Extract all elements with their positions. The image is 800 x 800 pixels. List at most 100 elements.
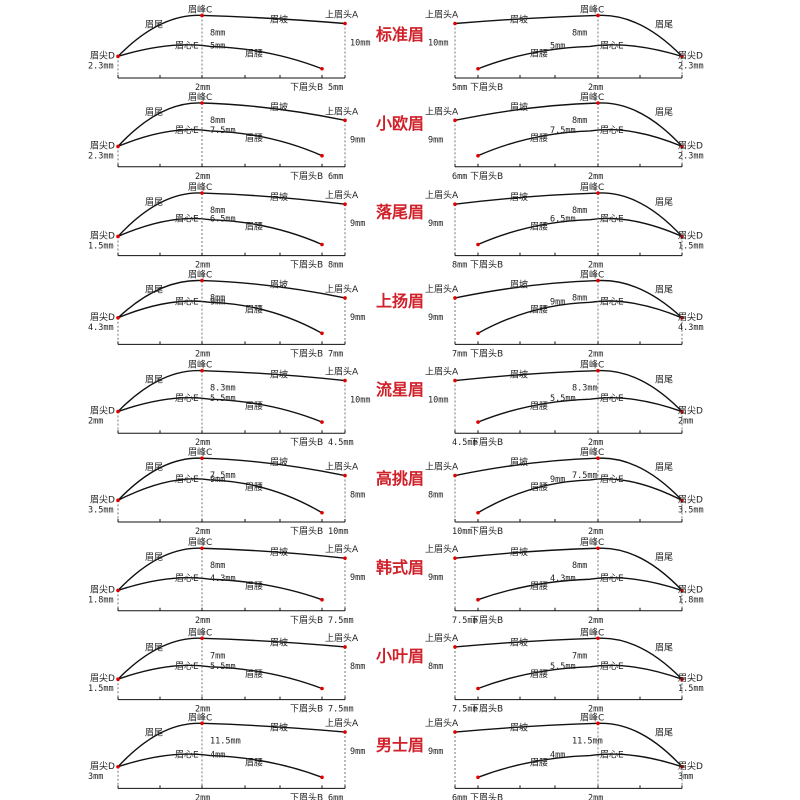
label-waist: 眉腰 — [245, 669, 263, 680]
label-peak: 眉峰C — [580, 270, 604, 281]
head-bottom-size: 6mm — [452, 793, 467, 800]
tip-size: 1.5mm — [678, 684, 704, 694]
center-height: 4.3mm — [210, 574, 236, 584]
eyebrow-type-title: 高挑眉 — [376, 469, 424, 488]
label-head-bottom: 下眉头B — [290, 260, 323, 271]
peak-offset: 2mm — [588, 261, 603, 271]
label-peak: 眉峰C — [580, 92, 604, 103]
peak-offset: 2mm — [195, 438, 210, 448]
head-bottom-point — [320, 686, 324, 691]
label-tip: 眉尖D — [90, 760, 115, 772]
label-peak: 眉峰C — [188, 270, 212, 281]
head-bottom-size: 6mm — [328, 793, 343, 800]
lower-brow-line — [477, 300, 683, 334]
lower-brow-line — [117, 478, 323, 514]
label-center: 眉心E — [600, 125, 624, 136]
peak-height: 8mm — [572, 116, 587, 126]
peak-point — [200, 278, 204, 283]
label-center: 眉心E — [600, 573, 624, 584]
peak-offset: 2mm — [588, 527, 603, 537]
tip-point — [680, 316, 684, 320]
label-waist: 眉腰 — [245, 401, 263, 412]
label-tip: 眉尖D — [678, 311, 703, 323]
label-tip: 眉尖D — [678, 672, 703, 684]
head-bottom-size: 7mm — [452, 349, 467, 359]
label-peak: 眉峰C — [188, 447, 212, 458]
label-waist: 眉腰 — [245, 48, 263, 59]
label-center: 眉心E — [600, 214, 624, 225]
eyebrow-type-title: 流星眉 — [376, 380, 424, 399]
eyebrow-type-title: 小欧眉 — [376, 114, 424, 133]
head-height: 10mm — [350, 39, 370, 49]
eyebrow-type-title: 落尾眉 — [376, 203, 424, 222]
center-height: 5.5mm — [550, 394, 576, 404]
head-height: 9mm — [350, 219, 365, 229]
center-height: 5.5mm — [550, 662, 576, 672]
peak-height: 8mm — [210, 28, 225, 38]
peak-point — [200, 368, 204, 373]
label-head-bottom: 下眉头B — [470, 792, 503, 800]
label-peak: 眉峰C — [580, 4, 604, 15]
peak-offset: 2mm — [195, 261, 210, 271]
label-center: 眉心E — [175, 125, 199, 136]
center-height: 5mm — [210, 41, 225, 51]
center-height: 7.5mm — [550, 126, 576, 136]
peak-point — [200, 191, 204, 195]
tip-point — [116, 677, 120, 681]
label-peak: 眉峰C — [188, 92, 212, 103]
tip-point — [116, 234, 120, 239]
label-peak: 眉峰C — [580, 182, 604, 193]
tip-size: 2.3mm — [678, 151, 704, 161]
head-bottom-size: 8mm — [328, 261, 343, 271]
label-peak: 眉峰C — [188, 4, 212, 15]
center-height: 6.5mm — [550, 215, 576, 225]
head-bottom-size: 5mm — [328, 83, 343, 93]
peak-offset: 2mm — [195, 705, 210, 715]
tip-point — [680, 234, 684, 239]
label-head-bottom: 下眉头B — [290, 348, 323, 359]
label-head-bottom: 下眉头B — [470, 82, 503, 93]
peak-offset: 2mm — [195, 527, 210, 537]
label-tip: 眉尖D — [90, 583, 115, 595]
head-height: 9mm — [428, 313, 443, 323]
peak-height: 8.3mm — [572, 384, 598, 394]
eyebrow-type-title: 标准眉 — [375, 25, 424, 44]
label-peak: 眉峰C — [188, 537, 212, 548]
head-height: 9mm — [350, 573, 365, 583]
peak-offset: 2mm — [588, 172, 603, 182]
head-height: 8mm — [350, 491, 365, 501]
tip-size: 2.3mm — [678, 61, 704, 71]
lower-brow-line — [477, 128, 683, 157]
peak-height: 11.5mm — [210, 736, 241, 746]
label-peak: 眉峰C — [580, 712, 604, 723]
peak-point — [200, 636, 204, 641]
label-head-top: 上眉头A — [425, 544, 459, 555]
head-height: 10mm — [428, 39, 448, 49]
label-tip: 眉尖D — [678, 493, 703, 505]
lower-brow-line — [117, 577, 323, 601]
peak-point — [200, 101, 204, 105]
peak-point — [596, 636, 600, 641]
head-top-point — [453, 118, 457, 123]
tip-point — [116, 316, 120, 320]
label-center: 眉心E — [175, 214, 199, 225]
head-bottom-point — [476, 420, 480, 424]
head-bottom-size: 5mm — [452, 83, 467, 93]
head-bottom-size: 4.5mm — [328, 438, 354, 448]
peak-point — [200, 13, 204, 18]
tip-size: 1.8mm — [678, 595, 704, 605]
peak-height: 8.3mm — [210, 384, 236, 394]
head-height: 10mm — [350, 396, 370, 406]
head-bottom-point — [320, 775, 324, 780]
tip-point — [116, 498, 120, 503]
tip-size: 2.3mm — [88, 61, 114, 71]
peak-height: 8mm — [210, 294, 225, 304]
upper-brow-line — [117, 279, 346, 319]
label-peak: 眉峰C — [580, 360, 604, 371]
label-tip: 眉尖D — [90, 139, 115, 151]
